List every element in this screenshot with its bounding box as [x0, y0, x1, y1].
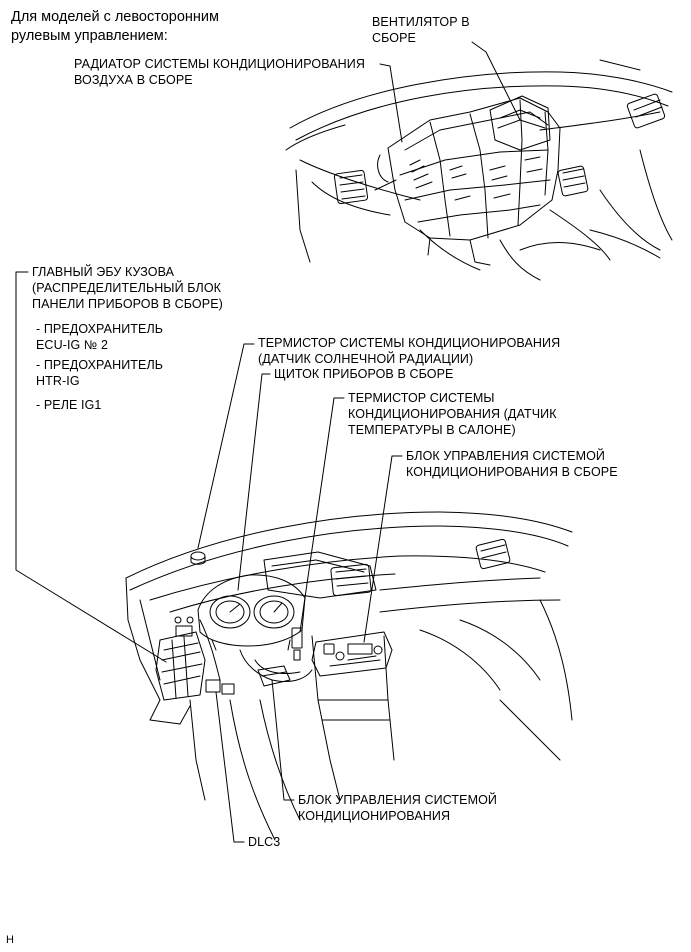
label-fuse-ecu-ig: - ПРЕДОХРАНИТЕЛЬ ECU-IG № 2 — [36, 322, 164, 352]
label-ac-radiator: РАДИАТОР СИСТЕМЫ КОНДИЦИОНИРОВАНИЯ ВОЗДУ… — [74, 57, 366, 87]
ac-amplifier-drawing — [257, 665, 291, 687]
label-relay-ig1: - РЕЛЕ IG1 — [36, 398, 102, 412]
room-temp-sensor-drawing — [291, 627, 303, 661]
label-solar-sensor: ТЕРМИСТОР СИСТЕМЫ КОНДИЦИОНИРОВАНИЯ (ДАТ… — [258, 336, 561, 366]
page-title: Для моделей с левосторонним рулевым упра… — [11, 9, 219, 44]
label-room-temp-sensor: ТЕРМИСТОР СИСТЕМЫ КОНДИЦИОНИРОВАНИЯ (ДАТ… — [348, 391, 557, 437]
hvac-unit-drawing — [374, 95, 561, 266]
label-ac-control-assembly: БЛОК УПРАВЛЕНИЯ СИСТЕМОЙ КОНДИЦИОНИРОВАН… — [406, 449, 618, 479]
junction-block-drawing — [149, 616, 235, 725]
label-ac-amplifier: БЛОК УПРАВЛЕНИЯ СИСТЕМОЙ КОНДИЦИОНИРОВАН… — [298, 793, 498, 823]
leader-lines — [15, 41, 521, 843]
bottom-dashboard-drawing — [125, 511, 573, 841]
top-dashboard-drawing — [285, 59, 673, 281]
label-blower: ВЕНТИЛЯТОР В СБОРЕ — [372, 15, 470, 45]
label-fuse-htr-ig: - ПРЕДОХРАНИТЕЛЬ HTR-IG — [36, 358, 164, 388]
figure-code: H — [6, 934, 14, 946]
label-combination-meter: ЩИТОК ПРИБОРОВ В СБОРЕ — [274, 367, 454, 381]
ac-control-panel-drawing — [311, 631, 393, 677]
combination-meter-drawing — [197, 574, 306, 651]
solar-sensor-drawing — [190, 551, 206, 565]
label-main-body-ecu: ГЛАВНЫЙ ЭБУ КУЗОВА (РАСПРЕДЕЛИТЕЛЬНЫЙ БЛ… — [32, 265, 223, 311]
label-dlc3: DLC3 — [248, 835, 281, 849]
